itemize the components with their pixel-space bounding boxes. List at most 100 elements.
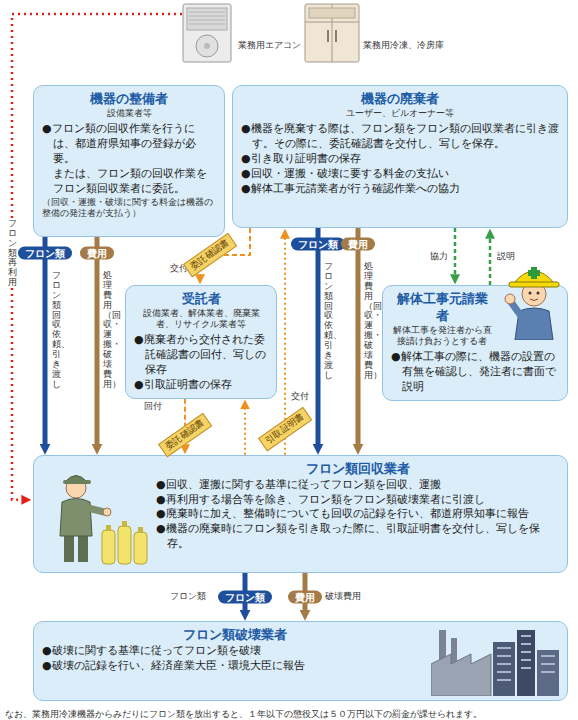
- box-text: ●廃棄時に加え、整備時についても回収の記録を行い、都道府県知事に報告: [156, 507, 559, 522]
- flow-label: 説明: [496, 251, 516, 263]
- box-text: ●解体工事元請業者が行う確認作業への協力: [241, 182, 559, 197]
- flow-arrow: [95, 237, 100, 448]
- flow-label: 委託確認書: [158, 413, 212, 457]
- worker-figure: [537, 292, 540, 295]
- flow-label: フロン類: [218, 590, 272, 603]
- worker-figure: [528, 270, 540, 276]
- worker-figure: [60, 498, 92, 536]
- factory-figure: [493, 642, 515, 696]
- process-box: 機器の廃棄者ユーザー、ビルオーナー等 ●機器を廃棄する際は、フロン類をフロン類の回…: [232, 85, 568, 228]
- worker-figure: [499, 256, 569, 340]
- note-label: 業務用エアコン: [238, 40, 301, 50]
- gas-cylinder: [118, 526, 131, 564]
- flow-arrow: [244, 406, 246, 455]
- process-box: フロン類回収業者●回収、運搬に関する基準に従ってフロン類を回収、運搬●再利用する…: [33, 455, 568, 573]
- aircon-unit: [183, 4, 231, 62]
- note-label: フロン類: [170, 591, 206, 602]
- factory-figure: [517, 630, 535, 696]
- process-box: 受託者設備業者、解体業者、廃棄業者、リサイクル業者等●廃棄者から交付された委託確…: [125, 285, 277, 399]
- box-text: ●再利用する場合等を除き、フロン類をフロン類破壊業者に引渡し: [156, 493, 559, 508]
- box-text: 設備業者等: [42, 108, 216, 119]
- box-text: ●機器を廃棄する際は、フロン類をフロン類の回収業者に引き渡す。その際に、委託確認…: [241, 122, 559, 152]
- freezer-unit: [327, 30, 329, 42]
- flow-label: 費用: [341, 238, 375, 251]
- gas-cylinder: [138, 527, 143, 533]
- freezer-unit: [305, 4, 359, 62]
- process-box: 解体工事元請業者解体工事を発注者から直接請け負おうとする者●解体工事の際に、機器…: [382, 285, 568, 401]
- freezer-unit: [305, 4, 359, 62]
- factory-figure: [431, 624, 561, 696]
- box-text: （回収・運搬・破壊に関する料金は機器の整備の発注者が支払う）: [42, 197, 216, 219]
- freezer-unit: [309, 8, 355, 18]
- box-heading: 機器の廃棄者: [241, 91, 559, 108]
- box-text: ●回収・運搬・破壊に要する料金の支払い: [241, 167, 559, 182]
- box-heading: 受託者: [134, 291, 268, 308]
- worker-figure: [88, 508, 104, 512]
- aircon-unit: [189, 12, 225, 24]
- box-text: ●破壊の記録を行い、経済産業大臣・環境大臣に報告: [42, 659, 427, 674]
- box-text: ●機器の廃棄時にフロン類を引き取った際に、引取証明書を交付し、写しを保存。: [156, 522, 559, 552]
- aircon-unit: [183, 4, 231, 62]
- box-text: ●破壊に関する基準に従ってフロン類を破壊: [42, 644, 427, 659]
- box-text: ●フロン類の回収作業を行うには、都道府県知事の登録が必要。: [42, 122, 216, 167]
- box-heading: フロン類破壊業者: [42, 627, 427, 644]
- box-text: ●回収、運搬に関する基準に従ってフロン類を回収、運搬: [156, 478, 559, 493]
- note-label: 処理費用（回収・運搬・破壊費用）: [103, 271, 112, 390]
- flow-arrow: [43, 237, 48, 448]
- factory-figure: [431, 654, 491, 696]
- flow-label: フロン類: [291, 238, 345, 251]
- flow-arrow: [489, 235, 492, 285]
- box-text: ●引き取り証明書の保存: [241, 152, 559, 167]
- gas-cylinder: [102, 530, 115, 564]
- note-label: 回付: [144, 401, 162, 412]
- freezer-unit: [335, 30, 337, 42]
- gas-cylinder: [122, 521, 127, 527]
- box-heading: フロン類回収業者: [156, 461, 559, 478]
- note-label: 処理費用（回収・運搬・破壊費用）: [364, 262, 373, 381]
- gas-cylinder: [102, 521, 147, 564]
- factory-figure: [497, 636, 555, 680]
- freezer-unit: [305, 4, 359, 62]
- note-label: フロン類再利用: [8, 219, 17, 288]
- worker-figure: [509, 282, 559, 287]
- flow-label: フロン類: [18, 247, 72, 260]
- process-box: 機器の整備者設備業者等 ●フロン類の回収作業を行うには、都道府県知事の登録が必要。…: [33, 85, 225, 237]
- box-text: 設備業者、解体業者、廃棄業者、リサイクル業者等: [134, 308, 268, 331]
- aircon-unit: [187, 8, 227, 30]
- box-text: ユーザー、ビルオーナー等: [241, 108, 559, 119]
- aircon-unit: [204, 43, 210, 49]
- note-label: フロン類回収依頼、引き渡し: [52, 271, 61, 390]
- box-text: ●解体工事の際に、機器の設置の有無を確認し、発注者に書面で説明: [391, 350, 559, 395]
- box-text: ●廃棄者から交付された委託確認書の回付、写しの保存: [134, 333, 268, 378]
- gas-cylinder: [106, 525, 111, 531]
- worker-figure: [103, 508, 111, 516]
- note-label: 業務用冷凍、冷房庫: [363, 40, 444, 50]
- box-text: ●引取証明書の保存: [134, 378, 268, 393]
- worker-figure: [505, 294, 515, 304]
- box-heading: 解体工事元請業者: [391, 291, 493, 325]
- flow-label: 協力: [429, 251, 449, 263]
- flow-arrow: [316, 228, 321, 448]
- note-label: フロン類回収依頼、引き渡し: [324, 262, 333, 381]
- worker-figure: [529, 292, 532, 295]
- note-label: なお、業務用冷凍機器からみだりにフロン類を放出すると、１年以下の懲役又は５０万円…: [5, 709, 575, 720]
- box-text: 解体工事を発注者から直接請け負おうとする者: [391, 325, 493, 348]
- flow-arrow: [356, 228, 361, 448]
- flow-arrow: [454, 228, 457, 278]
- box-heading: 機器の整備者: [42, 91, 216, 108]
- flow-label: 費用: [80, 247, 114, 260]
- worker-figure: [511, 302, 521, 316]
- note-label: 交付: [291, 391, 309, 402]
- flow-label: 委託確認書: [183, 233, 237, 277]
- process-box: フロン類破壊業者●破壊に関する基準に従ってフロン類を破壊●破壊の記録を行い、経済…: [33, 621, 568, 701]
- worker-figure: [63, 480, 91, 484]
- gas-cylinder: [134, 532, 147, 564]
- box-text: または、フロン類の回収作業をフロン類回収業者に委託。: [42, 167, 216, 197]
- worker-figure: [38, 464, 150, 568]
- note-label: 破壊費用: [325, 591, 361, 602]
- aircon-unit: [196, 35, 218, 57]
- flow-label: 費用: [288, 590, 322, 603]
- flow-label: 引取証明書: [258, 407, 312, 451]
